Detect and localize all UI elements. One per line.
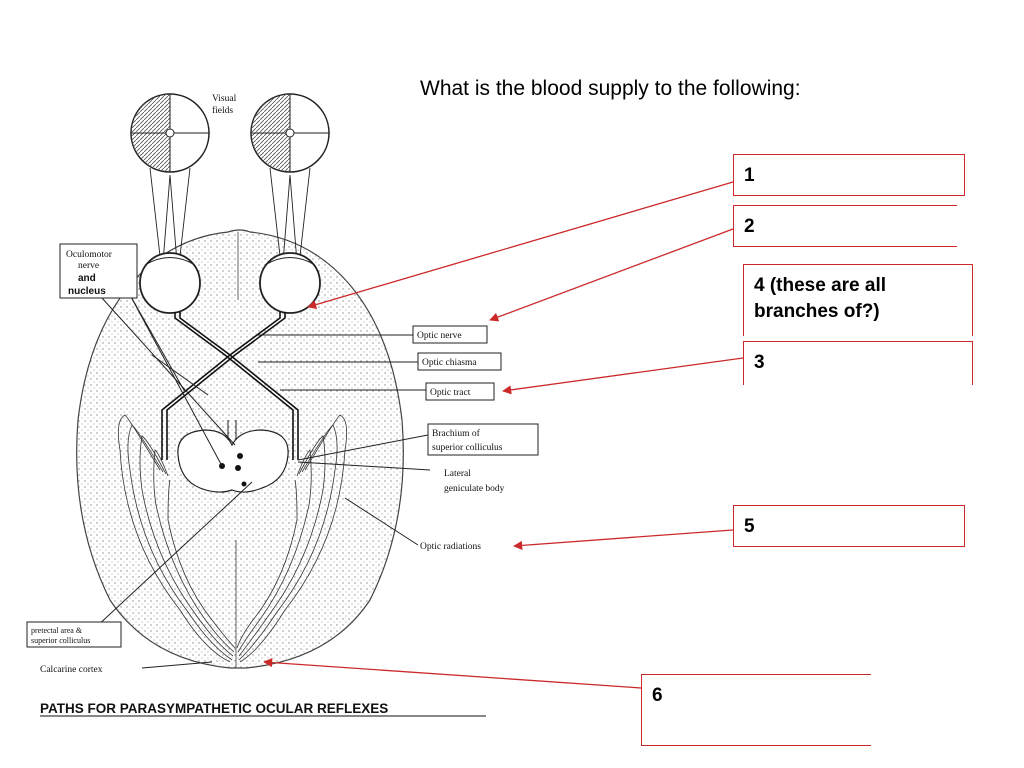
optic-pathway bbox=[161, 312, 299, 460]
optic-radiations-right bbox=[236, 414, 348, 663]
svg-text:Optic radiations: Optic radiations bbox=[420, 542, 481, 552]
midbrain-section bbox=[177, 420, 289, 493]
calcarine-label: Calcarine cortex bbox=[40, 665, 103, 675]
pretectal-label: pretectal area & superior colliculus bbox=[26, 621, 122, 648]
answer-box-3[interactable]: 3 bbox=[743, 341, 973, 385]
arrow-2 bbox=[489, 228, 734, 322]
visual-field-left bbox=[130, 93, 210, 173]
svg-text:and: and bbox=[78, 273, 96, 284]
svg-text:superior colliculus: superior colliculus bbox=[31, 636, 90, 645]
eye-left bbox=[139, 252, 201, 314]
svg-text:superior colliculus: superior colliculus bbox=[432, 443, 503, 453]
svg-text:Lateral: Lateral bbox=[444, 469, 471, 479]
label-leader-lines bbox=[94, 334, 431, 669]
svg-text:Calcarine cortex: Calcarine cortex bbox=[40, 665, 103, 675]
answer-box-2[interactable]: 2 bbox=[733, 205, 957, 247]
visual-field-right bbox=[250, 93, 330, 173]
svg-text:Optic tract: Optic tract bbox=[430, 388, 471, 398]
svg-text:Visual: Visual bbox=[212, 94, 237, 104]
svg-text:nerve: nerve bbox=[78, 261, 99, 271]
svg-text:geniculate body: geniculate body bbox=[444, 484, 505, 494]
optic-tract-label: Optic tract bbox=[425, 382, 495, 401]
oculomotor-lines bbox=[101, 294, 236, 467]
optic-chiasma-label: Optic chiasma bbox=[417, 352, 502, 371]
arrow-5 bbox=[513, 529, 734, 550]
answer-box-5[interactable]: 5 bbox=[733, 505, 965, 547]
arrow-1 bbox=[307, 181, 734, 310]
answer-box-4[interactable]: 4 (these are all branches of?) bbox=[743, 264, 973, 336]
optic-nerve-label: Optic nerve bbox=[412, 325, 488, 344]
eye-right bbox=[259, 252, 321, 314]
arrow-3 bbox=[502, 357, 744, 395]
figure-caption: PATHS FOR PARASYMPATHETIC OCULAR REFLEXE… bbox=[40, 701, 486, 717]
lateral-geniculate-label: Lateral geniculate body bbox=[444, 469, 505, 494]
svg-text:pretectal area &: pretectal area & bbox=[31, 626, 83, 635]
visual-fields-label: Visual fields bbox=[212, 94, 237, 116]
optic-radiations-left bbox=[117, 414, 236, 663]
brachium-label: Brachium of superior colliculus bbox=[427, 423, 539, 456]
answer-box-1[interactable]: 1 bbox=[733, 154, 965, 196]
oculomotor-label: Oculomotor nerve and nucleus bbox=[59, 243, 138, 299]
svg-text:nucleus: nucleus bbox=[68, 286, 106, 297]
optic-radiations-label: Optic radiations bbox=[420, 542, 481, 552]
svg-text:Optic nerve: Optic nerve bbox=[417, 331, 462, 341]
arrow-6 bbox=[263, 658, 642, 689]
svg-text:PATHS FOR PARASYMPATHETIC OCUL: PATHS FOR PARASYMPATHETIC OCULAR REFLEXE… bbox=[40, 701, 388, 716]
field-projection-lines bbox=[149, 167, 311, 301]
svg-text:fields: fields bbox=[212, 105, 233, 116]
svg-text:Optic chiasma: Optic chiasma bbox=[422, 358, 477, 368]
svg-text:Oculomotor: Oculomotor bbox=[66, 250, 113, 260]
question-heading: What is the blood supply to the followin… bbox=[420, 77, 801, 100]
answer-box-6[interactable]: 6 bbox=[641, 674, 871, 746]
svg-text:Brachium of: Brachium of bbox=[432, 428, 481, 439]
red-arrows bbox=[263, 181, 744, 689]
